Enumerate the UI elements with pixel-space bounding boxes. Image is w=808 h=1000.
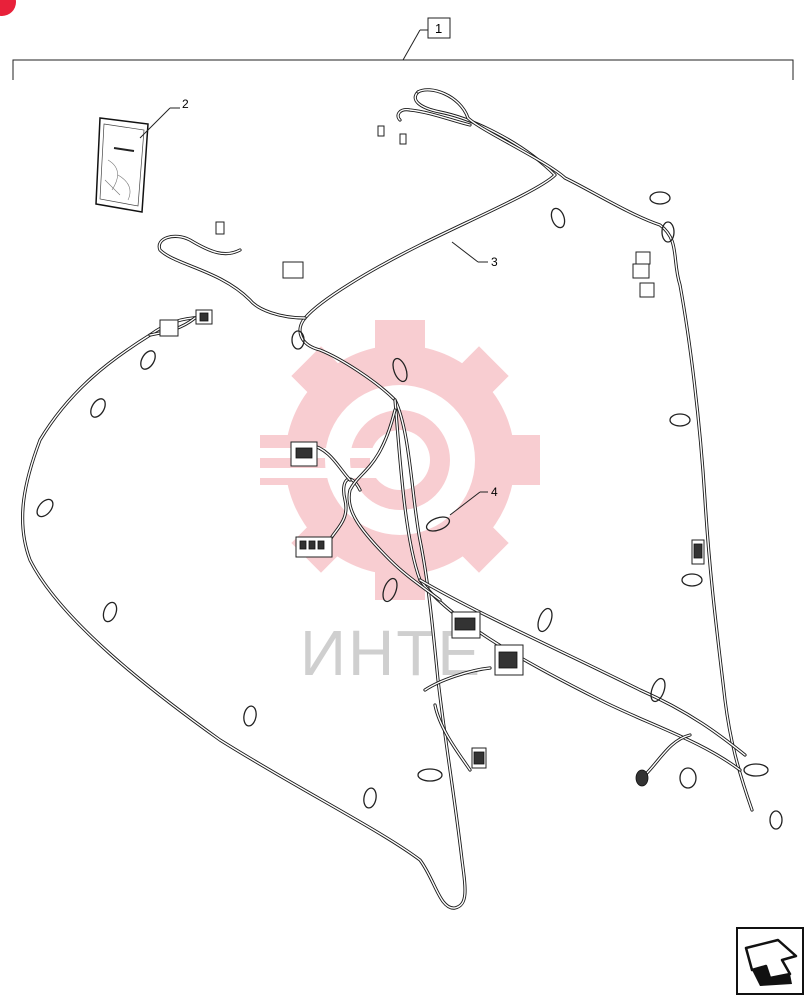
callout-1: 1 xyxy=(435,21,442,36)
callout-2: 2 xyxy=(182,97,189,111)
callout-4: 4 xyxy=(491,485,498,499)
wiring-harness xyxy=(20,88,783,910)
manual-document xyxy=(95,117,149,213)
assembly-bracket xyxy=(12,17,794,80)
corner-badge-icon xyxy=(0,0,16,16)
next-page-arrow-icon[interactable] xyxy=(736,927,804,995)
watermark-gear-icon xyxy=(240,320,540,600)
callout-3: 3 xyxy=(491,255,498,269)
